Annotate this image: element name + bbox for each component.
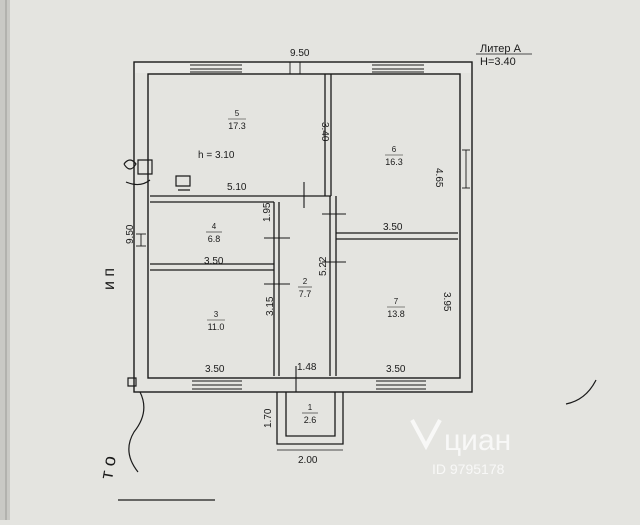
dim-porch-height: 1.70	[263, 408, 274, 428]
room-6: 6 16.3	[385, 145, 403, 167]
pipe-sketch	[125, 179, 151, 186]
room-number: 2	[303, 277, 308, 286]
room-number: 1	[308, 403, 313, 412]
room-2: 2 7.7	[298, 277, 312, 299]
handwriting-bottom: т о	[96, 454, 120, 480]
room-number: 7	[394, 297, 399, 306]
watermark-id: ID 9795178	[432, 461, 505, 477]
dim-bottom-mid: 1.48	[297, 362, 317, 373]
stove-icon	[175, 175, 191, 191]
porch	[276, 392, 344, 451]
wall-fill-top	[135, 63, 471, 73]
room-number: 3	[214, 310, 219, 319]
dim-bottom-right: 3.50	[386, 364, 406, 375]
porch-outer	[276, 392, 344, 445]
outer-wall-outline	[133, 61, 473, 393]
watermark-logo-icon	[410, 419, 442, 451]
outer-walls	[133, 61, 473, 393]
dim-porch-width: 2.00	[298, 455, 318, 466]
room-number: 6	[392, 145, 397, 154]
inner-wall-outline	[147, 73, 461, 379]
room-area: 16.3	[385, 157, 403, 167]
dim-room5-width: 5.10	[227, 182, 247, 193]
room-area: 17.3	[228, 121, 246, 131]
wavy-line	[128, 391, 145, 473]
dim-left-height: 9.50	[125, 224, 136, 244]
window-left	[136, 233, 146, 247]
windows	[136, 62, 470, 390]
small-square-mark	[127, 377, 137, 387]
dim-room5-partition: 3.40	[319, 122, 330, 142]
handwriting-marks	[118, 377, 597, 501]
dim-corridor-height: 5.22	[318, 256, 329, 276]
room-4: 4 6.8	[206, 222, 222, 244]
room-area: 7.7	[299, 289, 312, 299]
door-marks	[264, 182, 346, 392]
ceiling-height-note: h = 3.10	[198, 150, 235, 161]
window-bottom-right	[376, 380, 426, 390]
interior-partitions	[150, 74, 458, 376]
window-right	[462, 149, 470, 189]
dim-top-width: 9.50	[290, 48, 310, 59]
dim-bottom-left: 3.50	[205, 364, 225, 375]
room-3: 3 11.0	[207, 310, 225, 332]
toilet-icon	[137, 159, 153, 175]
liter-label: Литер А	[480, 43, 522, 55]
sink-icon	[123, 159, 137, 170]
room-area: 6.8	[208, 234, 221, 244]
paper-left-shadow	[0, 0, 10, 520]
dim-room6-width: 3.50	[383, 222, 403, 233]
room-number: 5	[235, 109, 240, 118]
handwriting-vertical: и п	[101, 268, 118, 290]
room-area: 2.6	[304, 415, 317, 425]
watermark: циан ID 9795178	[410, 419, 511, 477]
dim-room3-height: 3.15	[265, 296, 276, 316]
fixtures-sketch	[123, 159, 191, 191]
window-top-mid	[289, 62, 301, 74]
corner-scribble	[565, 379, 597, 405]
dim-right-lower: 3.95	[441, 292, 452, 312]
room-1: 1 2.6	[302, 403, 318, 425]
room-7: 7 13.8	[387, 297, 405, 319]
dim-right-upper: 4.65	[433, 168, 444, 188]
room-area: 11.0	[208, 322, 225, 332]
watermark-brand: циан	[444, 424, 511, 457]
window-top-left	[190, 64, 242, 73]
room-area: 13.8	[387, 309, 405, 319]
height-label: Н=3.40	[480, 56, 516, 68]
window-top-right	[372, 64, 424, 73]
porch-inner	[285, 392, 336, 437]
dim-room4-width: 3.50	[204, 256, 224, 267]
room-5: 5 17.3	[228, 109, 246, 131]
room-number: 4	[212, 222, 217, 231]
window-bottom-left	[192, 380, 242, 390]
dim-room4-height: 1.95	[262, 202, 273, 222]
